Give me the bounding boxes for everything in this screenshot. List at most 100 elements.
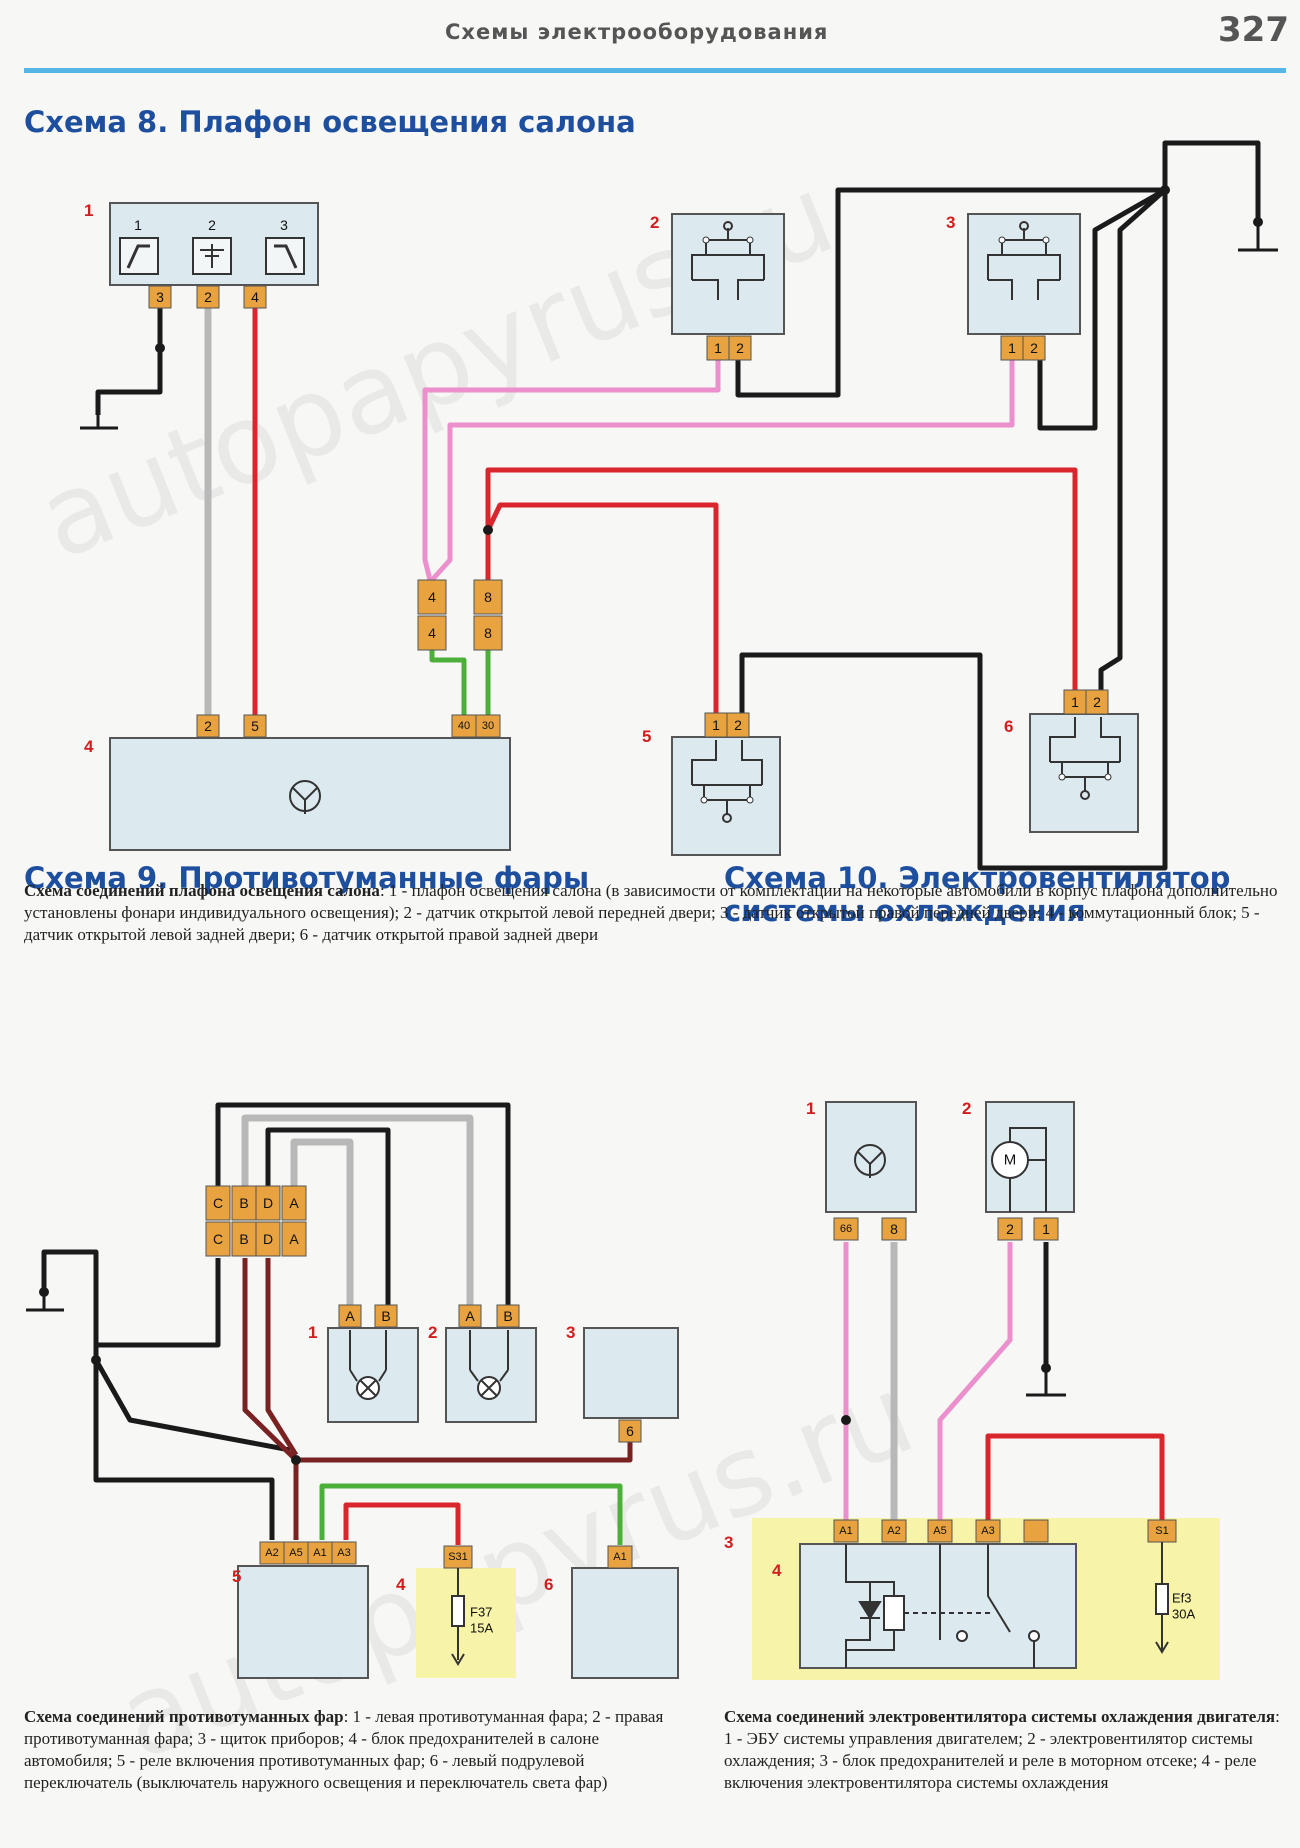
s9-wire-black-c-down (96, 1258, 221, 1348)
s8-label-4: 4 (84, 737, 94, 756)
s9-fog-lamp-left: A B (327, 1304, 419, 1423)
svg-text:5: 5 (251, 718, 259, 734)
svg-text:40: 40 (458, 720, 470, 732)
s10-cooling-fan: M 2 1 (985, 1101, 1075, 1241)
schema9-diagram: C B D A C B D A A B 1 (26, 1102, 679, 1679)
s9-wire-black-c (215, 1102, 511, 1305)
s10-diode-icon (858, 1601, 882, 1620)
s8-connector-4: 4 4 (417, 579, 447, 651)
svg-text:8: 8 (484, 589, 492, 605)
schema8-diagram: 1 2 3 1 3 2 4 4 4 8 (80, 140, 1278, 871)
svg-text:B: B (381, 1308, 390, 1324)
s10-label-4: 4 (772, 1561, 782, 1580)
svg-text:A1: A1 (313, 1547, 326, 1559)
s9-instrument-panel: 6 (583, 1327, 679, 1443)
s8-door-sensor-2: 1 2 (671, 213, 785, 361)
svg-text:C: C (213, 1231, 223, 1247)
s9-wire-brown-d (265, 1258, 299, 1457)
svg-text:1: 1 (714, 340, 722, 356)
svg-text:Ef3: Ef3 (1172, 1591, 1192, 1606)
s8-lamp-pos-3: 3 (280, 217, 288, 233)
svg-text:2: 2 (1093, 694, 1101, 710)
s9-wire-ground (41, 1249, 99, 1360)
s10-ground-symbol (1026, 1368, 1066, 1397)
s10-label-2: 2 (962, 1099, 971, 1118)
schema10-caption: Схема соединений электровентилятора сист… (724, 1706, 1284, 1794)
svg-text:A3: A3 (337, 1547, 350, 1559)
s9-wire-gray-a (290, 1138, 354, 1305)
s8-wire-pink-front-right (430, 360, 1015, 582)
page-number: 327 (1218, 10, 1289, 50)
svg-text:2: 2 (736, 340, 744, 356)
svg-text:F37: F37 (470, 1605, 492, 1620)
s8-lamp-pins: 3 2 4 (148, 285, 267, 309)
svg-text:D: D (263, 1195, 273, 1211)
s10-ecu: 66 8 (825, 1101, 917, 1241)
s9-arrow-down-icon (451, 1653, 465, 1666)
svg-text:D: D (263, 1231, 273, 1247)
svg-text:30A: 30A (1172, 1607, 1195, 1622)
schema10-title-line2: системы охлаждения (724, 894, 1086, 928)
schema10-caption-title: Схема соединений электровентилятора сист… (724, 1707, 1276, 1726)
s8-door-sensor-5: 1 2 (671, 712, 781, 856)
svg-text:1: 1 (712, 717, 720, 733)
s8-wire-red-rear-left (485, 502, 719, 713)
s8-wire-black-rr (1098, 188, 1167, 690)
s9-wire-red (343, 1502, 461, 1545)
svg-text:8: 8 (484, 625, 492, 641)
header-divider (24, 68, 1286, 73)
schema9-caption-text: : 1 - левая противотуманная фара; 2 - пр… (24, 1707, 664, 1792)
s10-wire-red (985, 1433, 1165, 1520)
s8-label-3: 3 (946, 213, 955, 232)
schema8-title: Схема 8. Плафон освещения салона (24, 105, 636, 139)
s9-label-1: 1 (308, 1323, 317, 1342)
svg-text:30: 30 (482, 720, 494, 732)
svg-text:4: 4 (251, 289, 259, 305)
svg-text:A: A (465, 1308, 475, 1324)
s8-ground-symbol-right (1238, 222, 1278, 252)
s8-wire-black-ground (1162, 140, 1261, 222)
svg-text:15A: 15A (470, 1621, 493, 1636)
svg-text:1: 1 (1071, 694, 1079, 710)
s8-door-sensor-3: 1 2 (967, 213, 1081, 361)
s8-wire-black-fr (1037, 187, 1167, 431)
s9-wire-brown-b (242, 1258, 298, 1462)
svg-text:A: A (289, 1195, 299, 1211)
svg-text:4: 4 (428, 589, 436, 605)
schema10-caption-text: : 1 - ЭБУ системы управления двигателем;… (724, 1707, 1280, 1792)
svg-text:A3: A3 (981, 1525, 994, 1537)
svg-text:B: B (503, 1308, 512, 1324)
s9-label-6: 6 (544, 1575, 553, 1594)
svg-text:2: 2 (204, 289, 212, 305)
s9-fog-lamp-right: A B (445, 1304, 537, 1423)
s8-block-pins: 2 5 40 30 (196, 714, 501, 738)
svg-text:2: 2 (734, 717, 742, 733)
s9-stalk-switch: A1 (571, 1545, 679, 1679)
s8-label-2: 2 (650, 213, 659, 232)
svg-text:2: 2 (204, 718, 212, 734)
s8-wire-pink-front-left (422, 360, 721, 581)
s10-label-1: 1 (806, 1099, 815, 1118)
svg-text:B: B (239, 1195, 248, 1211)
s10-fuse-icon (1155, 1583, 1169, 1615)
svg-text:A1: A1 (613, 1551, 626, 1563)
svg-text:2: 2 (1006, 1221, 1014, 1237)
svg-text:A5: A5 (933, 1525, 946, 1537)
s9-label-4: 4 (396, 1575, 406, 1594)
s10-arrow-down-icon (1155, 1641, 1169, 1654)
s8-ground-symbol-left (80, 415, 118, 430)
s10-fuse: S1 Ef3 30A (1147, 1519, 1195, 1654)
svg-text:M: M (1004, 1152, 1017, 1169)
s9-wire-black-d (265, 1127, 391, 1305)
s9-wire-brown-panel (296, 1432, 633, 1463)
s8-wire-black-fl (735, 187, 1165, 398)
schema9-caption-title: Схема соединений противотуманных фар (24, 1707, 344, 1726)
schema8-caption: Схема соединений плафона освещения салон… (24, 880, 1286, 946)
s8-lamp-pos-2: 2 (208, 217, 216, 233)
svg-text:B: B (239, 1231, 248, 1247)
s8-label-5: 5 (642, 727, 651, 746)
s8-label-1: 1 (84, 201, 93, 220)
s8-lamp-switch-icon (119, 237, 305, 275)
s9-fog-relay: A2 A5 A1 A3 (237, 1541, 369, 1679)
